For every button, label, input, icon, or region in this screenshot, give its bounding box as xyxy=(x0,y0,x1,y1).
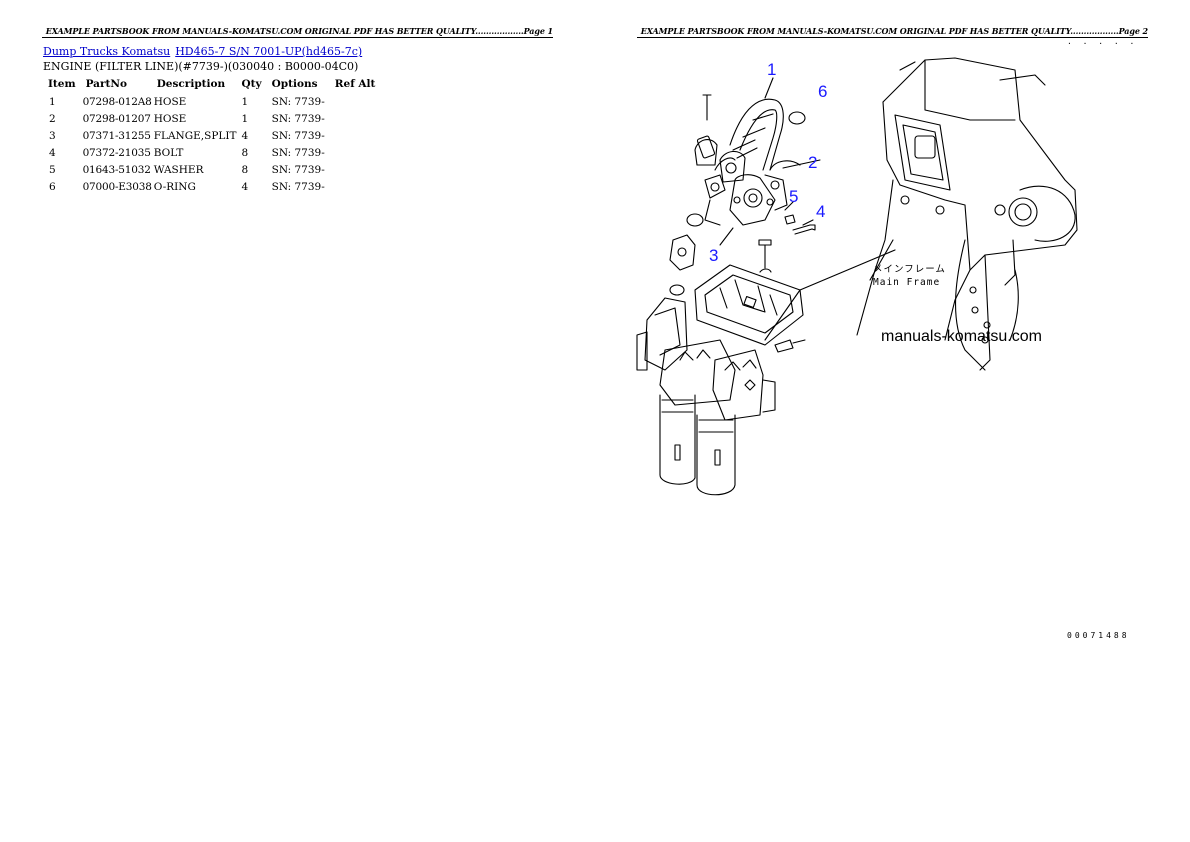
header-rule xyxy=(637,37,1148,38)
cell-description: BOLT xyxy=(153,146,184,159)
filter-drawing xyxy=(636,289,801,496)
table-row: 2 07298-01207 HOSE 1 SN: 7739- xyxy=(43,110,380,127)
cell-options: SN: 7739- xyxy=(271,95,325,108)
cell-partno: 07000-E3038 xyxy=(82,180,152,193)
table-row: 4 07372-21035 BOLT 8 SN: 7739- xyxy=(43,144,380,161)
cell-qty: 8 xyxy=(241,163,249,176)
figure-dots: · · · · · · · · xyxy=(1067,40,1145,48)
page-header: EXAMPLE PARTSBOOK FROM MANUALS-KOMATSU.C… xyxy=(640,26,1148,36)
table-header-row: Item PartNo Description Qty Options Ref … xyxy=(43,77,380,93)
cell-description: HOSE xyxy=(153,95,187,108)
cell-item: 4 xyxy=(49,146,56,159)
col-options: Options xyxy=(271,78,318,90)
col-partno: PartNo xyxy=(85,78,127,90)
breadcrumb-link-model[interactable]: HD465-7 S/N 7001-UP(hd465-7c) xyxy=(175,45,363,58)
breadcrumb-link-category[interactable]: Dump Trucks Komatsu xyxy=(43,45,171,58)
page-header: EXAMPLE PARTSBOOK FROM MANUALS-KOMATSU.C… xyxy=(45,26,553,36)
page-2: EXAMPLE PARTSBOOK FROM MANUALS-KOMATSU.C… xyxy=(595,0,1190,842)
table-row: 5 01643-51032 WASHER 8 SN: 7739- xyxy=(43,161,380,178)
cell-options: SN: 7739- xyxy=(271,146,325,159)
watermark: manuals-komatsu.com xyxy=(881,328,1042,345)
cell-options: SN: 7739- xyxy=(271,180,325,193)
cell-qty: 4 xyxy=(241,180,249,193)
cell-ref-alt xyxy=(330,127,381,144)
cell-ref-alt xyxy=(330,161,381,178)
header-rule xyxy=(42,37,553,38)
main-frame-label: Main Frame xyxy=(873,277,940,288)
col-item: Item xyxy=(48,78,76,90)
cell-qty: 1 xyxy=(241,95,249,108)
cell-description: WASHER xyxy=(153,163,204,176)
col-qty: Qty xyxy=(241,78,262,90)
parts-table: Item PartNo Description Qty Options Ref … xyxy=(43,77,380,195)
main-frame-label-jp: メインフレーム xyxy=(873,264,946,275)
table-row: 6 07000-E3038 O-RING 4 SN: 7739- xyxy=(43,178,380,195)
section-title: ENGINE (FILTER LINE)(#7739-)(030040 : B0… xyxy=(43,60,359,73)
col-description: Description xyxy=(156,78,226,90)
cell-partno: 07372-21035 xyxy=(82,146,151,159)
parts-diagram: · · · · · · · · xyxy=(625,39,1181,650)
cell-description: HOSE xyxy=(153,112,187,125)
cell-options: SN: 7739- xyxy=(271,129,325,142)
cell-qty: 1 xyxy=(241,112,249,125)
cell-item: 6 xyxy=(49,180,56,193)
callout-1: 1 xyxy=(767,60,776,79)
figure-number: 00071488 xyxy=(1067,631,1130,640)
cell-qty: 4 xyxy=(241,129,249,142)
cell-item: 1 xyxy=(49,95,56,108)
cell-options: SN: 7739- xyxy=(271,163,325,176)
col-ref-alt: Ref Alt xyxy=(334,78,376,90)
cell-ref-alt xyxy=(330,178,381,195)
bracket-drawing xyxy=(669,234,806,353)
cell-item: 2 xyxy=(49,112,56,125)
cell-ref-alt xyxy=(330,144,381,161)
cell-partno: 07298-01207 xyxy=(82,112,151,125)
cell-partno: 01643-51032 xyxy=(82,163,151,176)
callout-3: 3 xyxy=(709,246,718,265)
cell-description: FLANGE,SPLIT xyxy=(153,129,237,142)
callout-2: 2 xyxy=(808,153,817,172)
cell-ref-alt xyxy=(330,93,381,110)
flange-assembly-drawing xyxy=(686,94,816,273)
cell-qty: 8 xyxy=(241,146,249,159)
cell-ref-alt xyxy=(330,110,381,127)
cell-item: 3 xyxy=(49,129,56,142)
callout-6: 6 xyxy=(818,82,827,101)
cell-partno: 07298-012A8 xyxy=(82,95,152,108)
cell-options: SN: 7739- xyxy=(271,112,325,125)
hose-drawing xyxy=(714,98,801,171)
table-row: 1 07298-012A8 HOSE 1 SN: 7739- xyxy=(43,93,380,110)
page-1: EXAMPLE PARTSBOOK FROM MANUALS-KOMATSU.C… xyxy=(42,26,553,195)
table-row: 3 07371-31255 FLANGE,SPLIT 4 SN: 7739- xyxy=(43,127,380,144)
cell-partno: 07371-31255 xyxy=(82,129,151,142)
breadcrumb: Dump Trucks Komatsu HD465-7 S/N 7001-UP(h… xyxy=(43,45,362,58)
cell-description: O-RING xyxy=(153,180,196,193)
main-frame-drawing xyxy=(856,57,1078,371)
cell-item: 5 xyxy=(49,163,56,176)
callout-4: 4 xyxy=(816,202,825,221)
callout-5: 5 xyxy=(789,187,798,206)
